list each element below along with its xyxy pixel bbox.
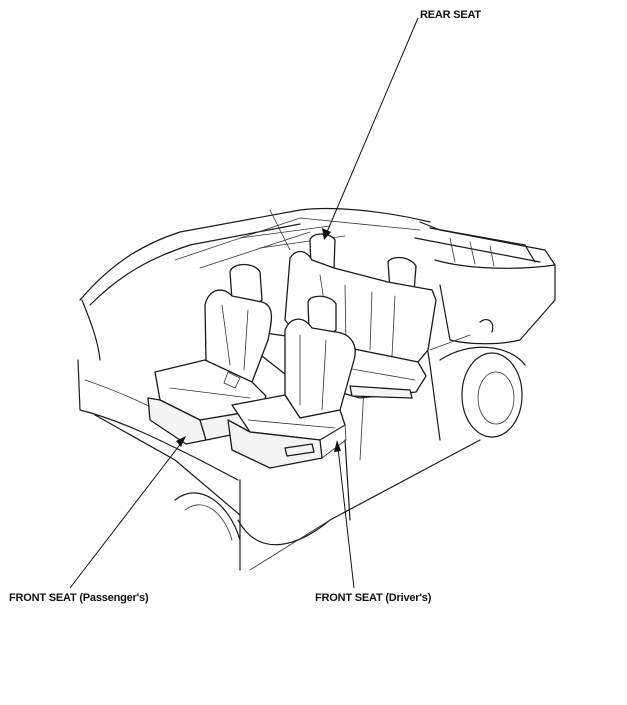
leader-lines <box>69 17 419 589</box>
vehicle-body <box>77 207 556 571</box>
front-seat-driver-label: FRONT SEAT (Driver's) <box>315 592 432 604</box>
rear-seat-label: REAR SEAT <box>420 9 481 21</box>
front-driver-seat-illustration <box>227 295 356 469</box>
front-seat-passenger-label: FRONT SEAT (Passenger's) <box>9 592 149 604</box>
